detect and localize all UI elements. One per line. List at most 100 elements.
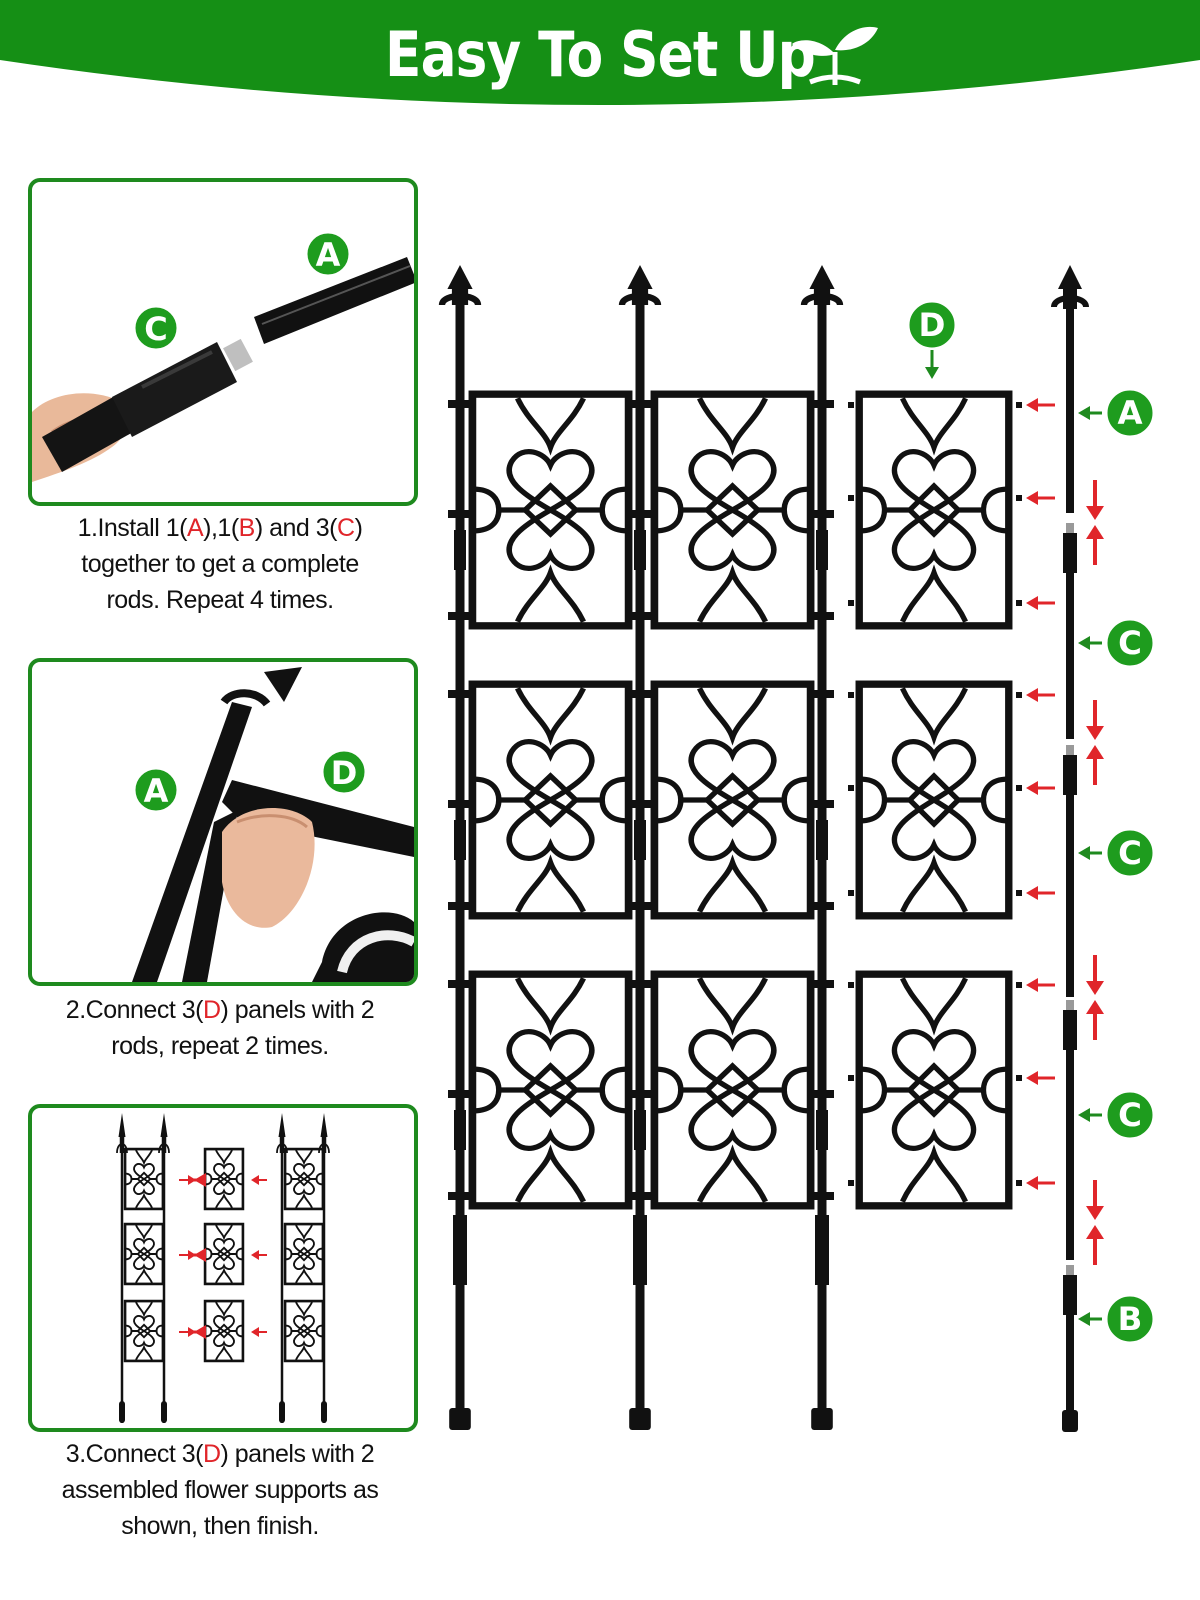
panel-clip [628, 612, 652, 620]
panel-heart [688, 739, 777, 804]
panel-peg [1016, 1075, 1022, 1081]
panel-clip [810, 980, 834, 988]
panel-scroll [215, 1344, 233, 1361]
red-arrow-head [1026, 491, 1038, 505]
panel-scroll [295, 1301, 313, 1318]
support-rod [618, 265, 662, 1430]
rod-collar [813, 287, 831, 305]
panel-peg [1016, 785, 1022, 791]
rod-joint [815, 1215, 829, 1285]
rod-connector-tip [1066, 1265, 1074, 1275]
rod-foot [119, 1401, 125, 1423]
panel-scroll [215, 1224, 233, 1241]
rod-shaft [455, 305, 465, 1430]
badge-d-circle [906, 299, 958, 351]
panel-peg [1016, 692, 1022, 698]
panel-scroll [696, 854, 769, 913]
panel-diamond [703, 772, 762, 828]
panel-peg [848, 600, 854, 606]
rod-connector [1063, 533, 1077, 573]
sprout-icon [792, 26, 878, 85]
panel-diamond [216, 1246, 232, 1262]
panel-peg [848, 785, 854, 791]
panel-scroll [781, 1066, 810, 1114]
panel-diamond [906, 482, 962, 538]
panel-scroll [696, 397, 769, 456]
red-arrow-up-head [1086, 525, 1104, 539]
badge-c-circle [1104, 827, 1156, 879]
rod-shaft [817, 305, 827, 1430]
panel-diamond [703, 1062, 762, 1118]
panel-frame [283, 1222, 325, 1286]
green-arrow-head [1078, 846, 1090, 860]
red-arrow-head [1026, 596, 1038, 610]
trellis-panel [203, 1299, 245, 1363]
panel-diamond [521, 482, 580, 538]
panel-scroll [514, 977, 587, 1036]
green-arrow-head [1078, 1312, 1090, 1326]
panel-clip [628, 510, 652, 518]
red-arrow-head [188, 1250, 196, 1260]
panel-heart [133, 1162, 155, 1181]
panel-scroll [135, 1267, 153, 1284]
rod-collar [321, 1135, 327, 1153]
panel-scroll [514, 564, 587, 623]
badge-d: D [919, 306, 946, 344]
badge-a: A [144, 772, 169, 810]
panel-scroll [900, 977, 968, 1036]
red-arrow-up-head [1086, 1225, 1104, 1239]
rod-collar [631, 287, 649, 305]
rod-joint [453, 1215, 467, 1285]
panel-heart [688, 506, 777, 571]
rod-shaft [635, 305, 645, 1430]
rod-joint [454, 530, 466, 570]
rod-joint [816, 1110, 828, 1150]
step3-line1: 3.Connect 3(D) panels with 2 [65, 1440, 375, 1468]
panel-diamond [216, 1323, 232, 1339]
step2-photo: A D [28, 658, 418, 986]
red-arrow-down-head [1086, 1206, 1104, 1220]
panel-scroll [655, 776, 684, 824]
badge-d: D [331, 754, 358, 792]
rod-collar [279, 1135, 285, 1153]
badge-b: B [1118, 1300, 1143, 1338]
panel-scroll [135, 1301, 153, 1318]
trellis-panel [203, 1147, 245, 1211]
panel-heart [293, 1237, 315, 1256]
green-arrow-head [925, 367, 939, 379]
panel-scroll [295, 1149, 313, 1166]
rod-finial [1058, 265, 1082, 289]
panel-scroll [696, 977, 769, 1036]
panel-clip [628, 690, 652, 698]
panel-scroll [696, 1144, 769, 1203]
panel-scroll [473, 486, 502, 534]
panel-peg [848, 1075, 854, 1081]
trellis-panel [468, 680, 633, 920]
panel-clip [810, 510, 834, 518]
panel-heart [293, 1314, 315, 1333]
panel-frame [123, 1147, 165, 1211]
rod-foot [811, 1408, 833, 1430]
red-arrow-down-head [1086, 981, 1104, 995]
rod-segment [1066, 1277, 1074, 1430]
panel-heart [133, 1252, 155, 1271]
green-arrow-head [1078, 1108, 1090, 1122]
trellis-panel [123, 1147, 165, 1211]
rod-segment [1066, 1013, 1074, 1260]
panel-heart [213, 1314, 235, 1333]
panel-heart [133, 1177, 155, 1196]
panel-scroll [295, 1344, 313, 1361]
badge-c: C [1118, 624, 1142, 662]
panel-heart [133, 1329, 155, 1348]
panel-scroll [473, 1066, 502, 1114]
trellis-panel [855, 680, 1013, 920]
support-rod [276, 1113, 288, 1423]
red-arrow-head [251, 1175, 259, 1185]
panel-heart [891, 506, 977, 571]
panel-diamond [521, 1062, 580, 1118]
panel-peg [1016, 402, 1022, 408]
panel-scroll [135, 1192, 153, 1209]
panel-heart [293, 1162, 315, 1181]
panel-clip [810, 612, 834, 620]
